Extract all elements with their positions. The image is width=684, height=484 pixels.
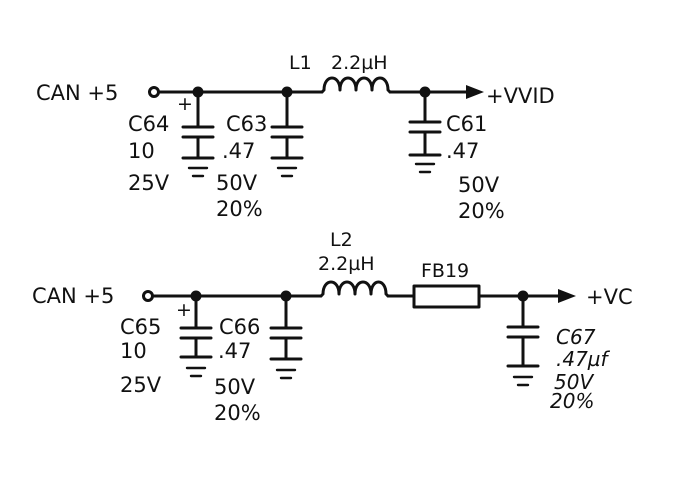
c67-value: .47µf <box>556 347 611 371</box>
l1-inductor-coil <box>320 76 392 94</box>
c66-tolerance: 20% <box>214 401 261 425</box>
c64-voltage: 25V <box>128 171 170 195</box>
c64-polarity-mark: + <box>177 93 193 115</box>
c61-capacitor <box>408 90 442 174</box>
c65-value: 10 <box>120 339 147 363</box>
l1-ref: L1 <box>289 52 312 74</box>
c63-value: .47 <box>222 139 255 163</box>
c67-capacitor <box>506 294 540 387</box>
circuit-top: CAN +5 L1 2.2µH +VVID + C64 10 25V <box>36 52 555 223</box>
c61-tolerance: 20% <box>458 199 505 223</box>
l1-value: 2.2µH <box>331 52 388 74</box>
c67-ref: C67 <box>556 325 596 349</box>
top-input-label: CAN +5 <box>36 81 118 105</box>
c61-value: .47 <box>446 139 479 163</box>
top-output-label: +VVID <box>486 84 555 108</box>
c63-tolerance: 20% <box>216 197 263 221</box>
c63-voltage: 50V <box>216 171 258 195</box>
c64-ref: C64 <box>128 112 169 136</box>
c65-capacitor <box>179 294 213 378</box>
bottom-input-label: CAN +5 <box>32 284 114 308</box>
c63-capacitor <box>270 90 304 178</box>
c66-value: .47 <box>218 339 251 363</box>
l2-value: 2.2µH <box>318 253 375 275</box>
c65-polarity-mark: + <box>176 299 192 321</box>
c65-voltage: 25V <box>120 373 162 397</box>
c64-value: 10 <box>128 139 155 163</box>
top-input-terminal <box>148 86 160 98</box>
c64-capacitor <box>181 90 215 178</box>
fb19-ref: FB19 <box>421 260 469 282</box>
top-output-arrow-icon <box>466 85 484 99</box>
bottom-input-terminal <box>142 290 154 302</box>
l2-ref: L2 <box>330 229 353 251</box>
bottom-output-arrow-icon <box>558 289 576 303</box>
l2-inductor-coil <box>319 280 390 298</box>
c63-ref: C63 <box>226 112 267 136</box>
c66-voltage: 50V <box>214 375 256 399</box>
bottom-output-label: +VC <box>586 285 633 309</box>
fb19-ferrite-bead <box>412 284 481 309</box>
c61-voltage: 50V <box>458 173 500 197</box>
c61-ref: C61 <box>446 112 487 136</box>
c67-voltage: 50V <box>554 370 594 394</box>
c66-capacitor <box>269 294 303 380</box>
c65-ref: C65 <box>120 315 161 339</box>
c67-tolerance: 20% <box>550 389 594 413</box>
c66-ref: C66 <box>219 315 260 339</box>
circuit-bottom: CAN +5 L2 2.2µH FB19 +VC + C65 10 25V <box>32 229 633 425</box>
